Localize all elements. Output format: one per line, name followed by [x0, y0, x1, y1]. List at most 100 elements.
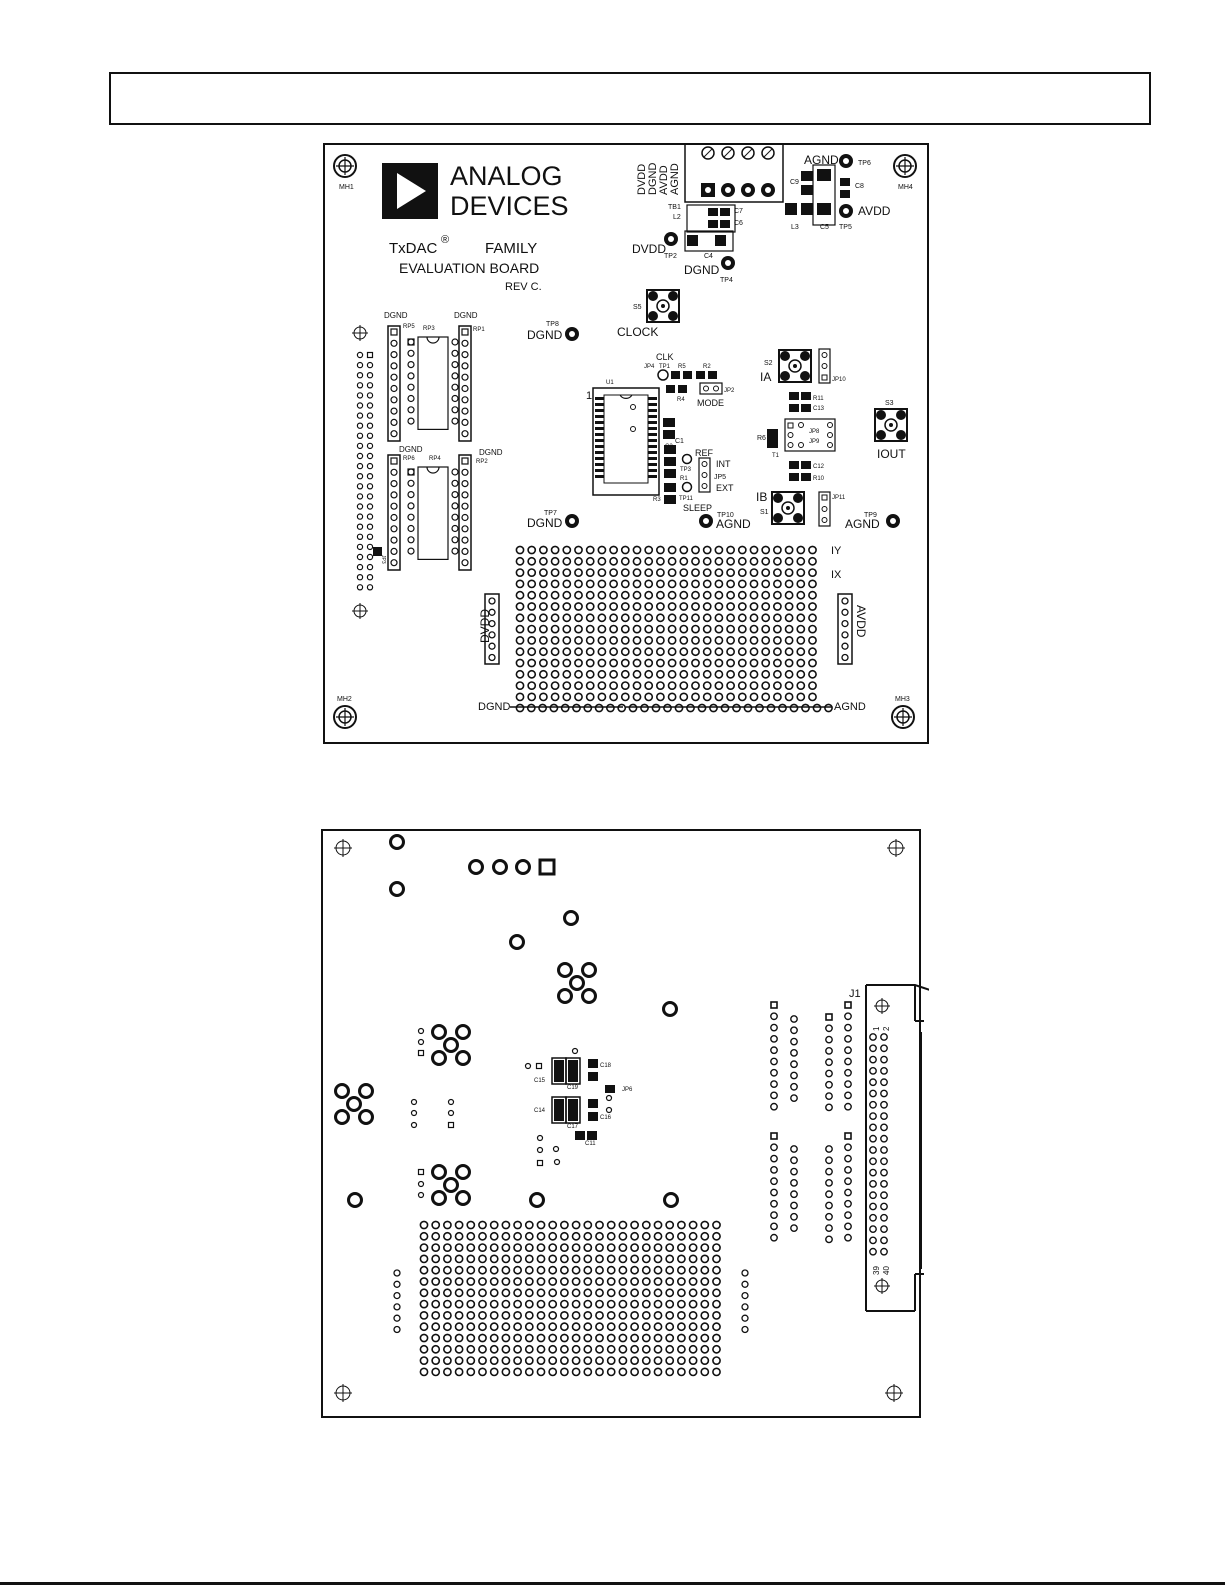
c12-label: C12	[813, 464, 825, 470]
jp11-label: JP11	[832, 495, 846, 501]
tb1-dvdd-label: DVDD	[636, 164, 648, 195]
dip-socket-rp4	[407, 466, 459, 561]
mode-label: MODE	[697, 398, 724, 408]
test-point-tp9	[886, 514, 900, 528]
clk-label: CLK	[656, 352, 674, 362]
resistor-pack-rp1	[458, 325, 472, 442]
dip-socket-rp3	[407, 336, 459, 431]
tp10-label: TP10	[717, 512, 734, 519]
j1-pin-holes	[869, 1033, 888, 1256]
rp1-label: RP1	[473, 327, 485, 333]
c1-label: C1	[675, 438, 684, 445]
c14-label: C14	[534, 1108, 546, 1114]
tp1-label: TP1	[659, 364, 671, 370]
mounting-hole-mh4	[893, 154, 917, 178]
mh1-label: MH1	[339, 184, 354, 191]
c8-label: C8	[855, 183, 864, 190]
ref-label: REF	[695, 448, 714, 458]
tp7-label: TP7	[544, 510, 557, 517]
mh3-label: MH3	[895, 696, 910, 703]
small-holes-group	[410, 1027, 613, 1199]
agnd-bottom-label: AGND	[834, 701, 866, 713]
transformer-t1	[784, 418, 836, 452]
smd-components	[551, 1057, 615, 1140]
tp6-agnd-label: AGND	[804, 153, 839, 167]
mounting-hole-mh2	[333, 705, 357, 729]
resistor-pack-rp2	[458, 454, 472, 571]
rp6-label: RP6	[403, 456, 415, 462]
bottom-rule	[0, 1582, 1225, 1585]
tb1-label: TB1	[668, 204, 681, 211]
j1-pin40-label: 40	[882, 1266, 891, 1275]
header-box	[109, 72, 1151, 125]
j1-pin1-label: 1	[872, 1026, 881, 1031]
tp6-label: TP6	[858, 160, 871, 167]
title-evaluation-board: EVALUATION BOARD	[399, 260, 539, 276]
j1-pin39-label: 39	[872, 1266, 881, 1275]
edge-connector-holes	[356, 351, 374, 591]
c11-label: C11	[585, 1141, 596, 1147]
mh2-label: MH2	[337, 696, 352, 703]
jp2-label: JP2	[724, 388, 735, 394]
r3-label: R3	[653, 497, 661, 503]
rp5-label: RP5	[403, 324, 415, 330]
ix-label: IX	[831, 569, 842, 581]
clock-label: CLOCK	[617, 325, 658, 339]
tp5-avdd-label: AVDD	[858, 204, 891, 218]
jp10-label: JP10	[832, 377, 846, 383]
c4-label: C4	[704, 253, 713, 260]
jp3-label: JP3	[380, 555, 386, 564]
rp5-dgnd-label: DGND	[384, 311, 408, 320]
mounting-hole-mh1	[333, 154, 357, 178]
tp5-label: TP5	[839, 224, 852, 231]
r10-label: R10	[813, 476, 825, 482]
c19-label: C19	[567, 1085, 579, 1091]
tp11-label: TP11	[679, 496, 694, 502]
rp6-dgnd-label: DGND	[399, 445, 423, 454]
s3-label: S3	[885, 400, 894, 407]
c15-label: C15	[534, 1078, 546, 1084]
ic-u1	[592, 387, 660, 496]
sleep-label: SLEEP	[683, 503, 712, 513]
t1-label: T1	[772, 453, 780, 459]
r11-label: R11	[813, 396, 824, 402]
mh4-label: MH4	[898, 184, 913, 191]
tb1-agnd-label: AGND	[669, 163, 681, 195]
test-point-tp5	[839, 204, 853, 218]
tp2-dvdd-label: DVDD	[632, 242, 666, 256]
l3-label: L3	[791, 224, 799, 231]
top-board-silkscreen: MH1 MH4 MH2 MH3 ANALOG DEVICES TxDAC ® F…	[323, 143, 929, 744]
test-point-tp4	[721, 256, 735, 270]
connector-j1	[865, 984, 929, 1312]
c13-label: C13	[813, 406, 825, 412]
r6-label: R6	[757, 435, 766, 442]
test-point-tp7	[565, 514, 579, 528]
rp1-dgnd-label: DGND	[454, 311, 478, 320]
title-txdac: TxDAC	[389, 240, 438, 257]
bottom-board-solder-side: C18 C15 C19 JP6 C14 C16 C17 C11 J1 1 2 3…	[321, 829, 929, 1418]
prototype-hole-grid	[484, 545, 853, 713]
tb1-avdd-label: AVDD	[658, 165, 670, 195]
dgnd-bottom-label: DGND	[478, 701, 510, 713]
test-point-tp2	[664, 232, 678, 246]
c7-label: C7	[734, 208, 743, 215]
rp3-label: RP3	[423, 326, 435, 332]
tp9-agnd-label: AGND	[845, 517, 880, 531]
s2-label: S2	[764, 360, 773, 367]
dvdd-side-label: DVDD	[478, 609, 492, 643]
r4-label: R4	[677, 397, 685, 403]
c17-label: C17	[567, 1124, 579, 1130]
tp8-dgnd-label: DGND	[527, 328, 563, 342]
iy-label: IY	[831, 545, 842, 557]
tb1-dgnd-label: DGND	[647, 163, 659, 195]
analog-devices-logo: ANALOG DEVICES	[382, 161, 569, 221]
test-point-tp6	[839, 154, 853, 168]
ext-label: EXT	[716, 483, 734, 493]
c16-label: C16	[600, 1115, 612, 1121]
logo-line1: ANALOG	[450, 161, 563, 191]
test-point-tp8	[565, 327, 579, 341]
jp4-label: JP4	[644, 364, 655, 370]
tp10-agnd-label: AGND	[716, 517, 751, 531]
resistor-pack-holes	[770, 1001, 852, 1244]
tp2-label: TP2	[664, 253, 677, 260]
